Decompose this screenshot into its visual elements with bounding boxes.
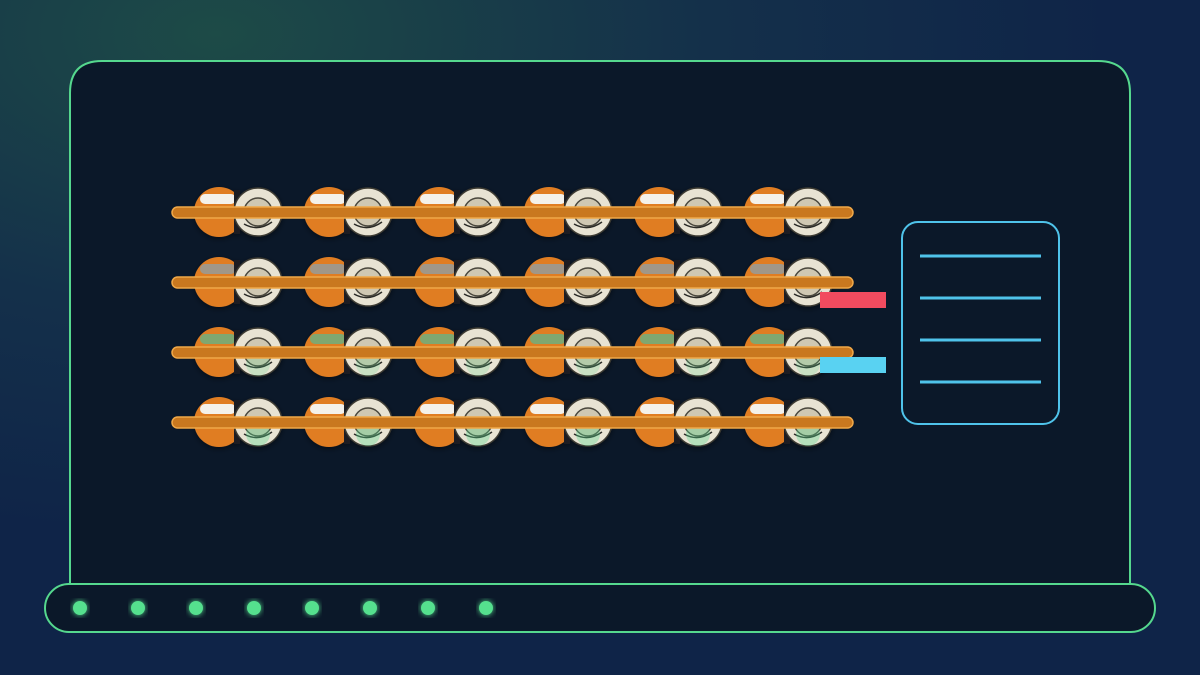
cell-highlight	[640, 334, 676, 344]
cell-highlight	[200, 264, 236, 274]
cell-highlight	[420, 264, 456, 274]
cell-cap-edge	[353, 221, 383, 229]
status-dot	[131, 601, 145, 615]
cell-highlight	[200, 404, 236, 414]
horizontal-guides	[150, 164, 890, 437]
busbar	[171, 416, 854, 429]
cell-cap-edge	[353, 291, 383, 299]
cell-highlight	[420, 334, 456, 344]
cell-cap-edge	[793, 291, 823, 299]
cell-cap-edge	[683, 221, 713, 229]
cell-cap-edge	[243, 291, 273, 299]
cell-highlight	[750, 264, 786, 274]
side-panel	[901, 221, 1060, 425]
status-dot	[305, 601, 319, 615]
row-markers	[820, 292, 886, 373]
status-dot	[479, 601, 493, 615]
cell-highlight	[750, 194, 786, 204]
side-panel-lines	[920, 254, 1041, 384]
cell-cap-edge	[243, 221, 273, 229]
cell-highlight	[420, 404, 456, 414]
busbar	[171, 206, 854, 219]
cell-highlight	[640, 194, 676, 204]
cell-highlight	[310, 334, 346, 344]
cell-highlight	[310, 404, 346, 414]
cell-cap-edge	[463, 291, 493, 299]
cell-cap-edge	[573, 291, 603, 299]
cell-cap-edge	[683, 291, 713, 299]
status-dot	[247, 601, 261, 615]
status-strip	[44, 583, 1156, 633]
cell-highlight	[750, 334, 786, 344]
cell-cap-edge	[793, 221, 823, 229]
blue-marker	[820, 357, 886, 373]
cell-highlight	[530, 264, 566, 274]
status-dot	[421, 601, 435, 615]
cell-highlight	[200, 334, 236, 344]
status-dot	[363, 601, 377, 615]
cell-highlight	[420, 194, 456, 204]
status-dot	[73, 601, 87, 615]
cell-highlight	[530, 194, 566, 204]
status-dots	[73, 601, 493, 615]
status-dot	[189, 601, 203, 615]
busbar	[171, 346, 854, 359]
cell-highlight	[640, 404, 676, 414]
cell-highlight	[640, 264, 676, 274]
busbar	[171, 276, 854, 289]
cell-cap-edge	[573, 221, 603, 229]
cell-highlight	[750, 404, 786, 414]
cell-highlight	[310, 264, 346, 274]
cell-highlight	[530, 404, 566, 414]
cell-highlight	[310, 194, 346, 204]
cell-cap-edge	[463, 221, 493, 229]
cell-highlight	[200, 194, 236, 204]
red-marker	[820, 292, 886, 308]
cell-highlight	[530, 334, 566, 344]
battery-cells	[171, 187, 854, 447]
